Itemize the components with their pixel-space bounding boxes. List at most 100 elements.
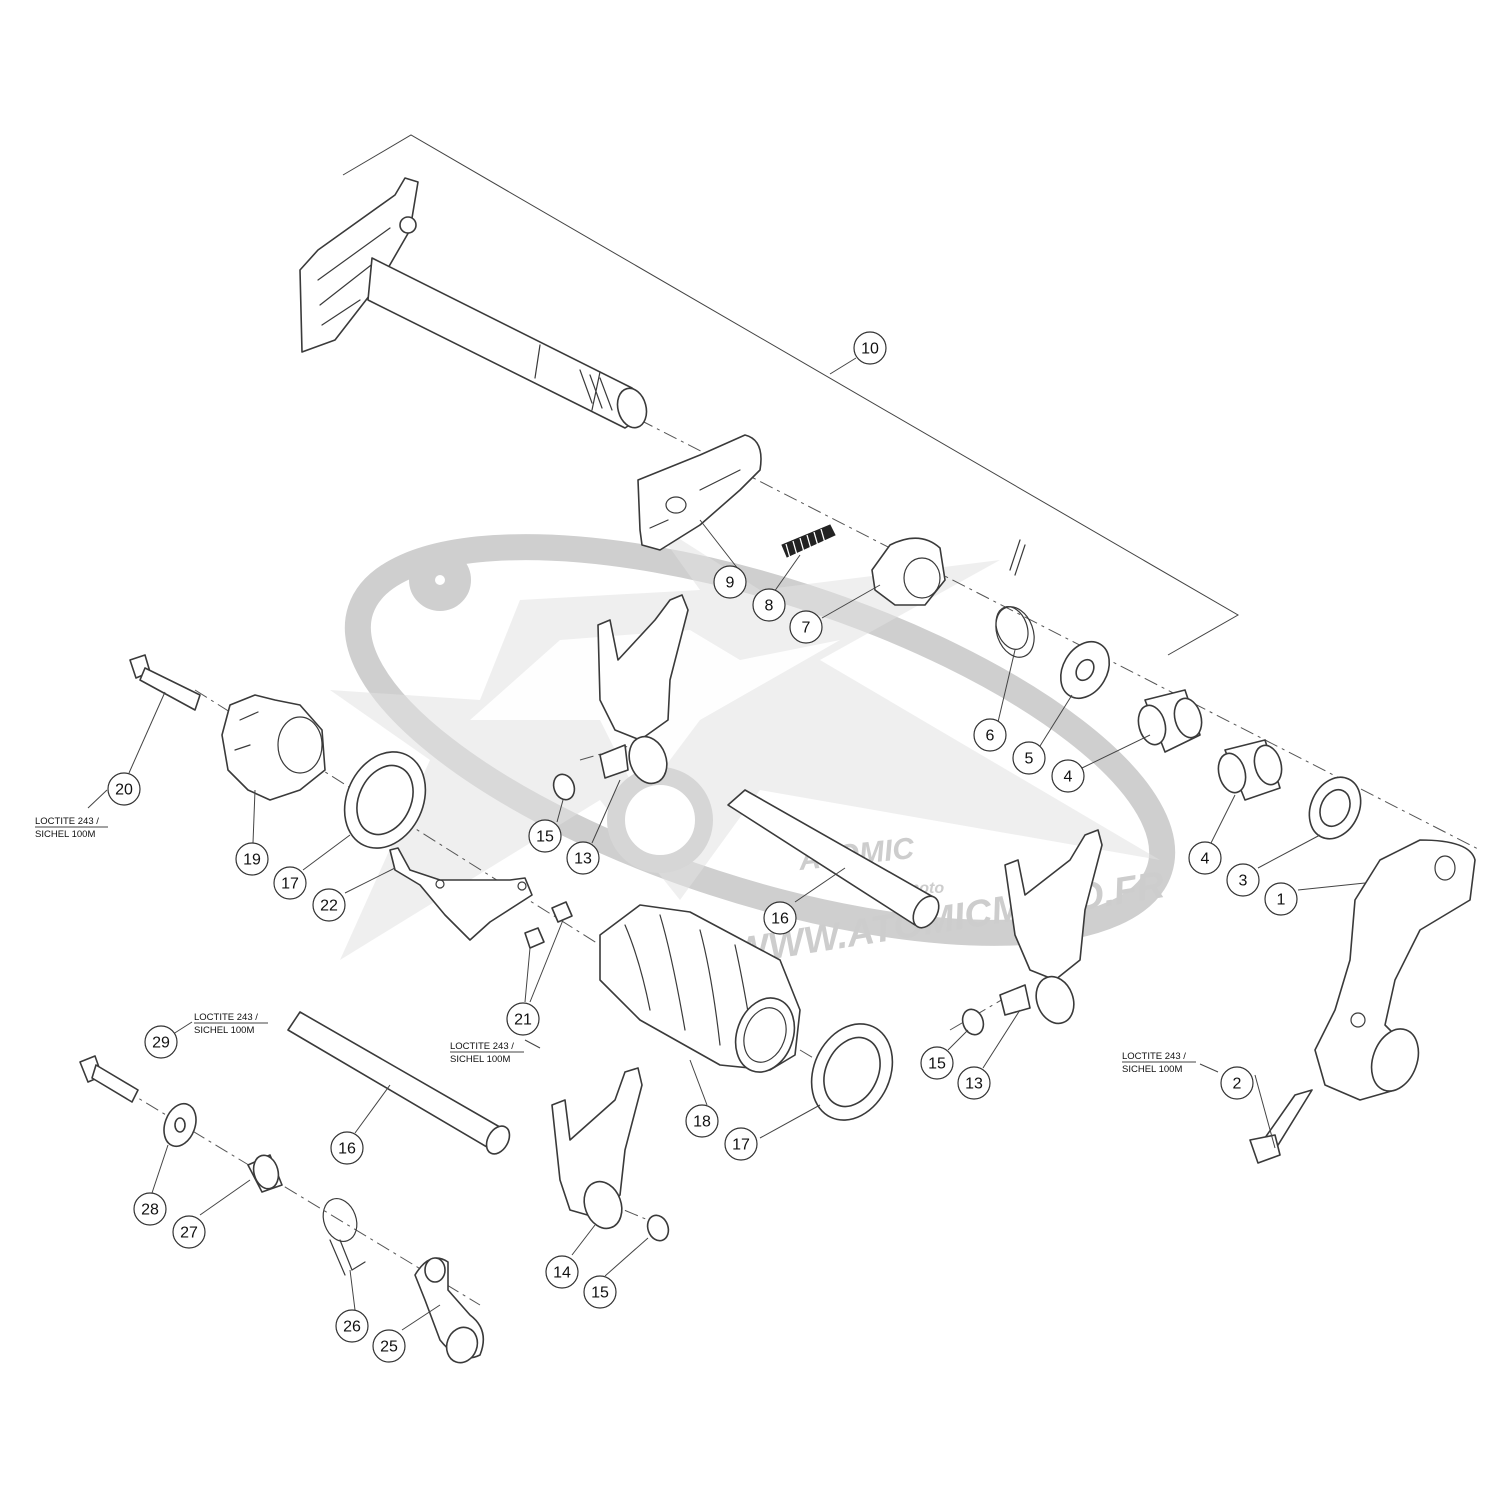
bolt-part-20 [129,654,201,711]
callout-10[interactable]: 10 [853,331,887,365]
callout-26-label: 26 [343,1319,361,1336]
callout-7-label: 7 [802,620,811,637]
bearing-part-17-left [343,751,427,849]
callout-26[interactable]: 26 [335,1309,369,1343]
fork-shaft-part-16-upper [727,789,940,929]
note-21-line1: LOCTITE 243 / [450,1041,514,1052]
callout-25-label: 25 [380,1339,398,1356]
callout-17-left[interactable]: 17 [273,866,307,900]
callout-13-b[interactable]: 13 [957,1066,991,1100]
roller-part-15-b [961,1008,985,1036]
callout-18[interactable]: 18 [685,1104,719,1138]
callout-20[interactable]: 20 [107,772,141,806]
callout-4-lower[interactable]: 4 [1188,841,1222,875]
shift-fork-part-13-lower [999,829,1103,1025]
callout-6[interactable]: 6 [973,718,1007,752]
callout-22[interactable]: 22 [312,888,346,922]
callout-22-label: 22 [320,898,338,915]
shift-shaft-part-10 [299,177,648,429]
note-2-line1: LOCTITE 243 / [1122,1051,1186,1062]
callout-10-label: 10 [861,341,879,358]
callout-1-label: 1 [1277,892,1286,909]
washer-part-5 [1059,640,1111,700]
callout-2[interactable]: 2 [1220,1066,1254,1100]
callout-19[interactable]: 19 [235,842,269,876]
callout-18-label: 18 [693,1114,711,1131]
callout-16-a[interactable]: 16 [763,901,797,935]
callout-4-lower-label: 4 [1201,851,1210,868]
notes: LOCTITE 243 / SICHEL 100M LOCTITE 243 / … [35,816,1196,1075]
callout-15-b-label: 15 [928,1056,946,1073]
callout-15-c-label: 15 [591,1285,609,1302]
callout-17-right[interactable]: 17 [724,1127,758,1161]
callout-13-b-label: 13 [965,1076,983,1093]
callout-14[interactable]: 14 [545,1255,579,1289]
callout-29-label: 29 [152,1035,170,1052]
callout-9-label: 9 [726,575,735,592]
kit-boundary-line [342,134,1240,656]
callout-13-a-label: 13 [574,851,592,868]
callout-15-a-label: 15 [536,829,554,846]
note-loctite-20: LOCTITE 243 / SICHEL 100M [35,816,108,840]
callout-5-label: 5 [1025,751,1034,768]
callout-17-left-label: 17 [281,876,299,893]
guide-plate-part-22 [389,847,533,941]
screws-part-21 [524,901,573,949]
shift-drum-part-18 [599,904,801,1073]
callout-3[interactable]: 3 [1226,863,1260,897]
bolt-part-29 [79,1055,139,1103]
shift-fork-part-13-upper [597,594,689,785]
callout-16-b[interactable]: 16 [330,1131,364,1165]
screw-part-2 [1249,1089,1313,1164]
washer-part-28 [163,1102,197,1148]
shift-fork-part-14 [551,1067,643,1230]
callout-9[interactable]: 9 [713,565,747,599]
note-loctite-2: LOCTITE 243 / SICHEL 100M [1122,1051,1196,1075]
callout-3-label: 3 [1239,873,1248,890]
callout-8-label: 8 [765,598,774,615]
callout-29[interactable]: 29 [144,1025,178,1059]
note-loctite-21: LOCTITE 243 / SICHEL 100M [450,1041,524,1065]
fork-shaft-part-16-lower [287,1011,511,1155]
callout-27[interactable]: 27 [172,1215,206,1249]
callout-25[interactable]: 25 [372,1329,406,1363]
callout-15-c[interactable]: 15 [583,1275,617,1309]
callout-27-label: 27 [180,1225,198,1242]
callout-6-label: 6 [986,728,995,745]
callout-2-label: 2 [1233,1076,1242,1093]
note-21-line2: SICHEL 100M [450,1054,510,1065]
spring-part-26 [322,1198,366,1276]
callout-16-b-label: 16 [338,1141,356,1158]
shift-lever-part-1 [1314,839,1476,1101]
callout-15-b[interactable]: 15 [920,1046,954,1080]
bushing-part-4-upper [1137,689,1203,753]
shift-star-part-19 [221,694,326,801]
callout-4-upper[interactable]: 4 [1051,759,1085,793]
callout-28[interactable]: 28 [133,1192,167,1226]
note-2-line2: SICHEL 100M [1122,1064,1182,1075]
callout-17-right-label: 17 [732,1137,750,1154]
callout-13-a[interactable]: 13 [566,841,600,875]
callout-1[interactable]: 1 [1264,882,1298,916]
callout-5[interactable]: 5 [1012,741,1046,775]
callout-8[interactable]: 8 [752,588,786,622]
return-spring-part-6 [995,539,1035,658]
callout-7[interactable]: 7 [789,610,823,644]
callout-21[interactable]: 21 [506,1002,540,1036]
spring-part-8 [781,524,836,559]
callout-16-a-label: 16 [771,911,789,928]
callout-15-a[interactable]: 15 [528,819,562,853]
roller-part-15-a [552,773,576,801]
callouts: 10 9 8 7 6 5 4 4 3 1 2 20 19 17 22 15 13… [107,331,1298,1363]
callout-28-label: 28 [141,1202,159,1219]
centering-piece-part-7 [871,537,946,606]
roller-part-15-c [646,1214,670,1242]
note-29-line2: SICHEL 100M [194,1025,254,1036]
callout-21-label: 21 [514,1012,532,1029]
lever-part-25 [414,1257,485,1364]
note-29-line1: LOCTITE 243 / [194,1012,258,1023]
bearing-part-17-right [810,1023,894,1121]
callout-19-label: 19 [243,852,261,869]
shift-plate-part-9 [637,434,762,551]
